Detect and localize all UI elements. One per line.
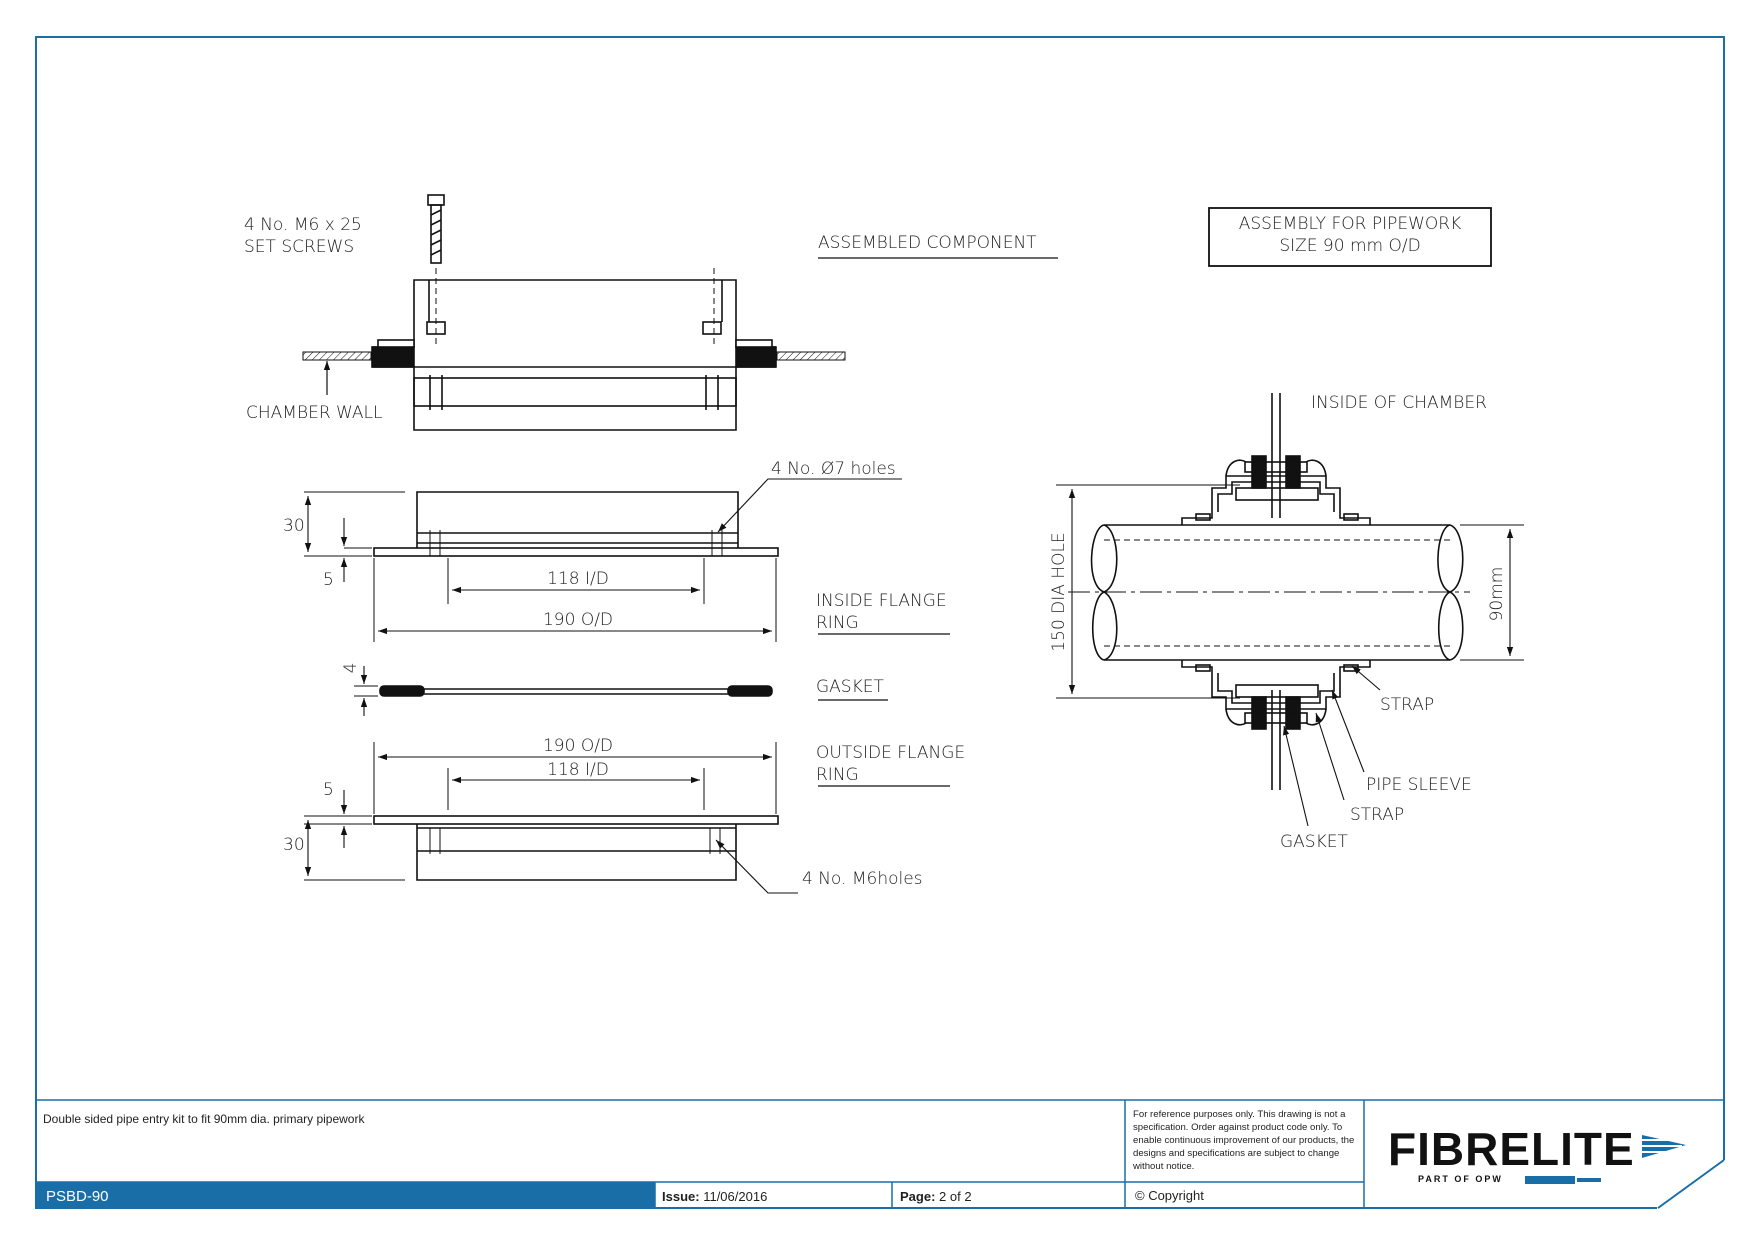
logo-subtitle: PART OF OPW xyxy=(1418,1174,1503,1184)
drawing-labels: 4 No. M6 x 25 SET SCREWS ASSEMBLED COMPO… xyxy=(244,214,1507,889)
gasket-label: GASKET xyxy=(816,677,884,697)
set-screws-label-2: SET SCREWS xyxy=(244,237,354,257)
dim-30-top: 30 xyxy=(283,516,305,536)
issue-label: Issue: xyxy=(662,1189,700,1204)
drawing-description: Double sided pipe entry kit to fit 90mm … xyxy=(43,1112,365,1126)
dim-118-top: 118 I/D xyxy=(547,569,609,589)
assembly-title-2: SIZE 90 mm O/D xyxy=(1279,236,1420,256)
copyright-text: © Copyright xyxy=(1135,1188,1204,1203)
assembled-component xyxy=(302,194,1058,431)
assembly-title-1: ASSEMBLY FOR PIPEWORK xyxy=(1239,214,1462,234)
drawing-number: PSBD-90 xyxy=(46,1188,109,1205)
dim-5-top: 5 xyxy=(323,570,334,590)
pipe-sleeve-label: PIPE SLEEVE xyxy=(1366,775,1472,795)
dim-190-top: 190 O/D xyxy=(543,610,613,630)
drawing-number-band xyxy=(36,1182,655,1208)
set-screws-label: 4 No. M6 x 25 xyxy=(244,215,362,235)
strap-label-1: STRAP xyxy=(1380,695,1434,715)
chamber-wall-label: CHAMBER WALL xyxy=(246,403,383,423)
holes-7-label: 4 No. Ø7 holes xyxy=(771,459,896,479)
disclaimer-note: For reference purposes only. This drawin… xyxy=(1133,1109,1355,1172)
page-value: 2 of 2 xyxy=(939,1189,972,1204)
page-field: Page: 2 of 2 xyxy=(900,1189,972,1204)
fibrelite-logo-wordmark: FIBRELITE xyxy=(1388,1123,1635,1175)
issue-value: 11/06/2016 xyxy=(703,1189,768,1204)
inside-flange-label-1: INSIDE FLANGE xyxy=(816,591,947,611)
dim-5-bot: 5 xyxy=(323,780,334,800)
inside-flange-ring xyxy=(304,478,950,642)
dim-190-bot: 190 O/D xyxy=(543,736,613,756)
assembly-section xyxy=(1056,393,1524,827)
dim-90mm-label: 90mm xyxy=(1487,567,1507,622)
gasket-label-2: GASKET xyxy=(1280,832,1348,852)
assembly-title-box xyxy=(1208,207,1492,267)
strap-label-2: STRAP xyxy=(1350,805,1404,825)
fibrelite-logo-icon xyxy=(1525,1135,1686,1184)
outside-flange-label-1: OUTSIDE FLANGE xyxy=(816,743,965,763)
inside-flange-label-2: RING xyxy=(816,613,859,633)
assembled-component-title: ASSEMBLED COMPONENT xyxy=(818,233,1037,253)
outside-flange-ring xyxy=(304,742,950,894)
issue-field: Issue: 11/06/2016 xyxy=(662,1189,767,1204)
m6-holes-label: 4 No. M6holes xyxy=(802,869,923,889)
dim-30-bot: 30 xyxy=(283,835,305,855)
outside-flange-label-2: RING xyxy=(816,765,859,785)
dim-4: 4 xyxy=(341,663,361,674)
inside-chamber-label: INSIDE OF CHAMBER xyxy=(1311,393,1487,413)
page-label: Page: xyxy=(900,1189,936,1204)
dim-118-bot: 118 I/D xyxy=(547,760,609,780)
gasket-drawing xyxy=(354,666,888,716)
sheet-border xyxy=(35,36,1725,1209)
dia-hole-label: 150 DIA HOLE xyxy=(1049,532,1069,651)
